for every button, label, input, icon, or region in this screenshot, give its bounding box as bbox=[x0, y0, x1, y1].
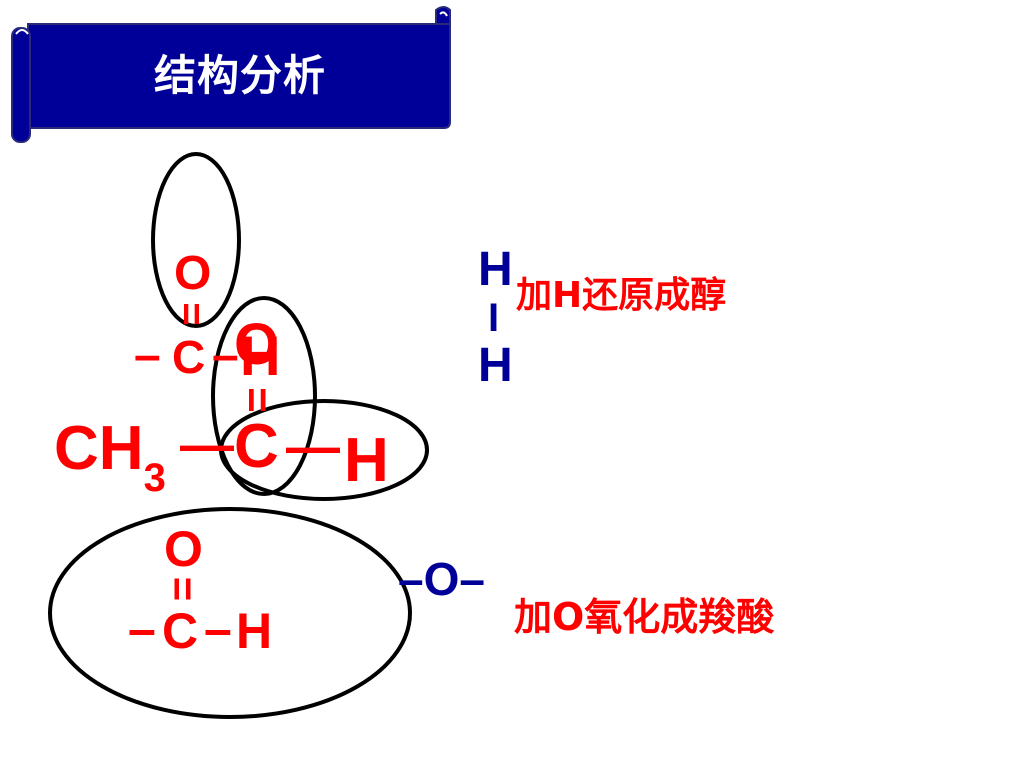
methyl-ch: CH bbox=[54, 414, 144, 483]
oxygen-reagent: –O– bbox=[398, 553, 485, 605]
bond-c-h: — bbox=[286, 417, 340, 477]
atom-o-middle: O bbox=[234, 312, 280, 377]
atom-c-main: C bbox=[234, 412, 279, 481]
double-bond-bottom: = bbox=[159, 576, 207, 602]
bond-right-top: – bbox=[212, 329, 239, 382]
hydrogen-atom-top: H bbox=[478, 243, 513, 296]
hydrogen-atom-bottom: H bbox=[478, 339, 513, 392]
bond-right-bottom: – bbox=[204, 601, 232, 657]
atom-o-top: O bbox=[174, 247, 212, 300]
reduction-note: 加H还原成醇 bbox=[516, 275, 727, 316]
atom-h-bottom: H bbox=[236, 603, 273, 659]
ring-carbonyl-top bbox=[151, 152, 241, 328]
double-bond-middle: = bbox=[232, 387, 282, 413]
hydrogen-bond: I bbox=[488, 296, 500, 340]
bond-left-bottom: – bbox=[128, 601, 156, 657]
ring-aldehyde-group bbox=[48, 507, 412, 719]
atom-o-bottom: O bbox=[164, 521, 203, 577]
methyl-subscript: 3 bbox=[143, 456, 166, 500]
ring-ch-bond bbox=[219, 399, 429, 501]
double-bond-top: = bbox=[169, 302, 214, 326]
atom-h-top: H bbox=[240, 324, 281, 387]
bond-ch3-c: — bbox=[180, 415, 234, 475]
atom-h-main: H bbox=[344, 426, 389, 495]
atom-c-bottom: C bbox=[162, 603, 199, 659]
oxidation-note: 加O氧化成羧酸 bbox=[514, 595, 775, 639]
atom-c-top: C bbox=[172, 331, 206, 383]
bond-left-top: – bbox=[134, 329, 161, 382]
ring-carbonyl-middle bbox=[211, 296, 317, 496]
methyl-group: CH3 bbox=[54, 418, 166, 499]
page-title: 结构分析 bbox=[153, 50, 326, 100]
